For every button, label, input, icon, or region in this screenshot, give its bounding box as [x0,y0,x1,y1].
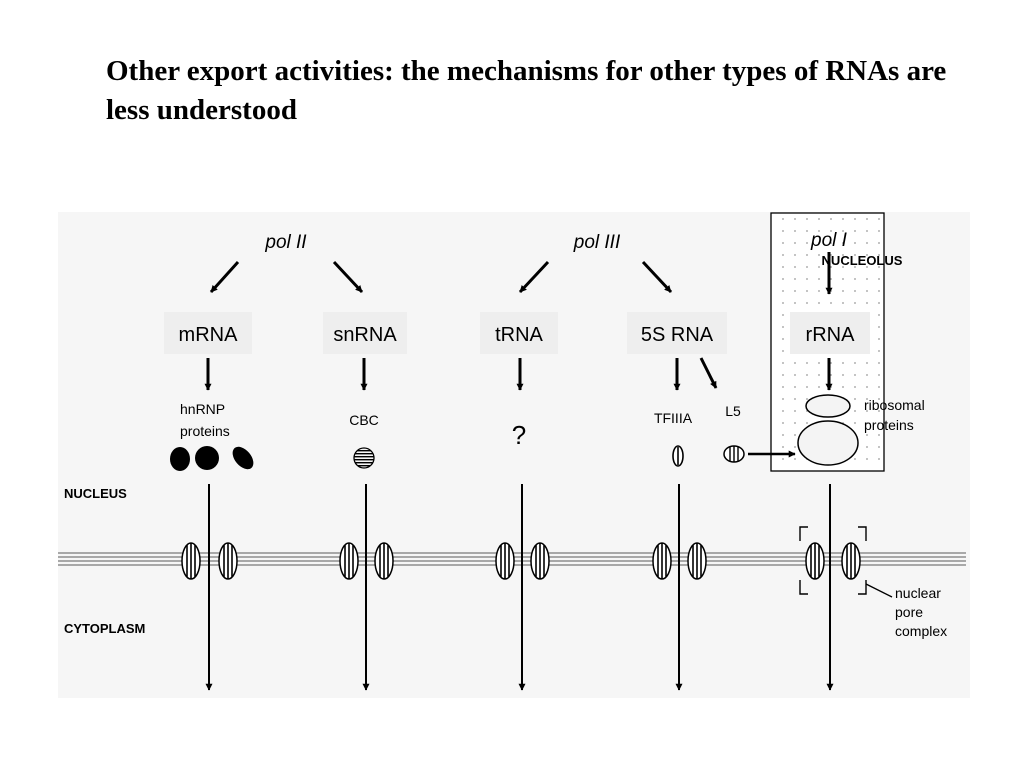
slide-title: Other export activities: the mechanisms … [106,55,947,126]
tfiiia-protein-icon [672,445,684,467]
pore-snrna-right [374,542,394,580]
tfiiia-label: TFIIIA [654,410,693,426]
ribosomal-subunits-icon [797,394,859,466]
pore-mrna-right [218,542,238,580]
nuclear-pores [181,542,861,580]
pore-5s-right [687,542,707,580]
pore-trna-right [530,542,550,580]
pore-rrna-right [841,542,861,580]
nucleus-label: NUCLEUS [64,486,127,501]
snrna-label: snRNA [333,324,397,346]
cbc-label: CBC [349,412,379,428]
pore-rrna-left [805,542,825,580]
l5-label: L5 [725,403,741,419]
npc-label-line2: pore [895,604,923,620]
cbc-protein-icon [353,447,375,469]
pol-i-label: pol I [810,230,848,251]
nucleolus-label: NUCLEOLUS [822,253,903,268]
ribosomal-label-line1: ribosomal [864,397,925,413]
pol-iii-label: pol III [573,232,621,253]
pore-snrna-left [339,542,359,580]
ribosomal-label-line2: proteins [864,417,914,433]
pore-mrna-left [181,542,201,580]
hnrnp-label-line1: hnRNP [180,401,225,417]
mrna-label: mRNA [179,324,239,346]
hnrnp-label-line2: proteins [180,423,230,439]
hnrnp-proteins-icon [170,446,254,471]
trna-label: tRNA [495,324,543,346]
export-arrows [205,484,834,691]
npc-label-line3: complex [895,623,947,639]
cytoplasm-label: CYTOPLASM [64,621,145,636]
unknown-factor-label: ? [512,420,526,450]
5s-rna-label: 5S RNA [641,324,714,346]
npc-label-line1: nuclear [895,585,941,601]
pore-trna-left [495,542,515,580]
npc-bracket [799,526,893,598]
rrna-label: rRNA [806,324,856,346]
polymerase-arrows [209,252,833,295]
pol-ii-label: pol II [264,232,307,253]
rna-down-arrows [204,357,833,391]
l5-protein-icon [723,445,745,463]
pore-5s-left [652,542,672,580]
rna-labels: mRNA snRNA tRNA 5S RNA rRNA [164,312,870,354]
